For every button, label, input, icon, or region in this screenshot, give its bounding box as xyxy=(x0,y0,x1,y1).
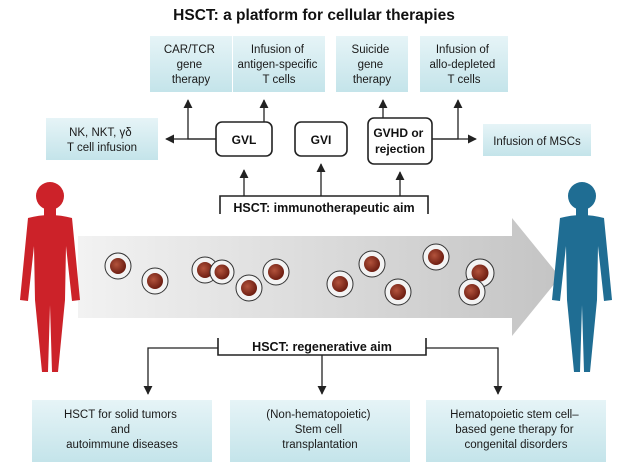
recipient-figure xyxy=(552,182,612,372)
bottom-box-solid-tumors: HSCT for solid tumors and autoimmune dis… xyxy=(32,400,212,462)
immuno-bracket xyxy=(219,163,429,214)
cell xyxy=(422,243,450,271)
side-box-nk-nkt: NK, NKT, γδ T cell infusion xyxy=(46,118,158,160)
cells-group xyxy=(104,243,495,306)
effect-box-gvi: GVI xyxy=(294,121,348,157)
svg-text:CAR/TCR gene thera: CAR/TCR gene therapy xyxy=(164,44,218,86)
bottom-box-non-hematopoietic: (Non-hematopoietic) Stem cell transplant… xyxy=(230,400,410,462)
cell xyxy=(326,270,354,298)
upper-connectors xyxy=(165,99,477,144)
side-box-msc: Infusion of MSCs xyxy=(483,124,591,156)
svg-text:Hematopoietic stem cell–: Hematopoietic stem cell– based gene ther… xyxy=(450,409,582,451)
diagram-title: HSCT: a platform for cellular therapies xyxy=(173,7,455,24)
cell xyxy=(358,250,386,278)
cell xyxy=(141,267,169,295)
cell xyxy=(384,278,412,306)
svg-text:Infusion of antigen-spec: Infusion of antigen-specific T cells xyxy=(237,44,320,86)
effect-box-gvl: GVL xyxy=(215,121,273,157)
svg-text:HSCT for solid tumors an: HSCT for solid tumors and autoimmune dis… xyxy=(64,409,180,451)
svg-text:GVL: GVL xyxy=(232,133,257,147)
cell xyxy=(235,274,263,302)
svg-text:Infusion of allo-deplete: Infusion of allo-depleted T cells xyxy=(429,44,498,86)
top-box-allo-depleted: Infusion of allo-depleted T cells xyxy=(420,36,508,92)
cell xyxy=(104,252,132,280)
effect-box-gvhd: GVHD or rejection xyxy=(367,117,433,165)
immuno-label: HSCT: immunotherapeutic aim xyxy=(233,201,414,215)
svg-text:Infusion of MSCs: Infusion of MSCs xyxy=(493,136,581,148)
bottom-box-gene-therapy: Hematopoietic stem cell– based gene ther… xyxy=(426,400,606,462)
top-box-car-tcr: CAR/TCR gene therapy xyxy=(150,36,232,92)
donor-figure xyxy=(20,182,80,372)
cell xyxy=(262,258,290,286)
regen-label: HSCT: regenerative aim xyxy=(252,340,392,354)
top-box-antigen-specific: Infusion of antigen-specific T cells xyxy=(233,36,325,92)
svg-text:GVHD or rejection: GVHD or rejection xyxy=(373,126,426,156)
cell xyxy=(458,278,486,306)
svg-text:(Non-hematopoietic) Stem: (Non-hematopoietic) Stem cell transplant… xyxy=(266,409,373,451)
cell xyxy=(209,259,235,285)
top-box-suicide-gene: Suicide gene therapy xyxy=(336,36,408,92)
svg-text:GVI: GVI xyxy=(311,133,332,147)
svg-text:Suicide gene thera: Suicide gene therapy xyxy=(352,44,393,86)
svg-text:NK, NKT, γδ T cell infus: NK, NKT, γδ T cell infusion xyxy=(67,127,137,154)
regen-bracket xyxy=(143,338,503,395)
